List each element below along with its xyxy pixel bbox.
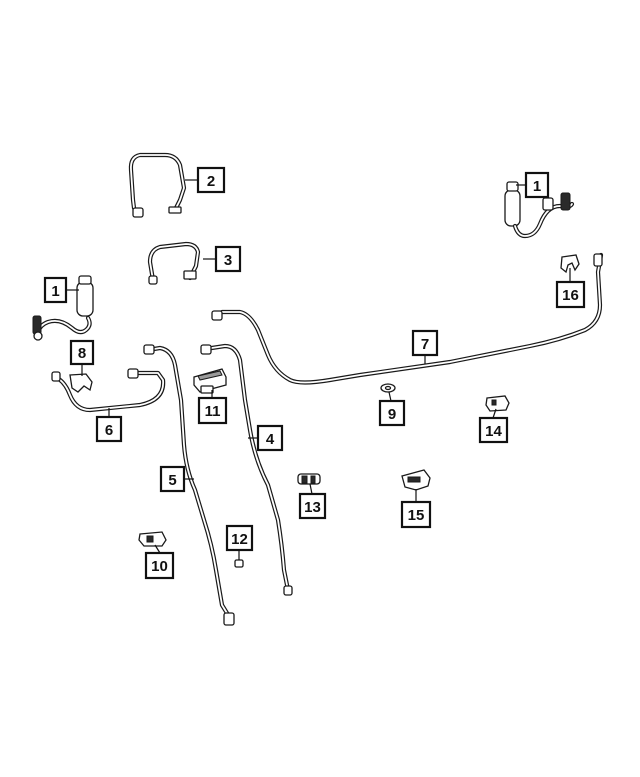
svg-text:7: 7 [421,336,429,353]
svg-text:3: 3 [224,252,232,269]
svg-text:16: 16 [562,287,579,304]
svg-text:12: 12 [231,531,248,548]
callout-15: 15 [400,500,432,529]
callout-7: 7 [411,329,439,357]
clip-part-10 [138,531,167,547]
svg-text:14: 14 [485,423,502,440]
callout-1-top-left: 1 [43,276,68,304]
callout-10: 10 [144,551,175,580]
bracket-part-8 [69,373,93,393]
clip-part-14 [485,395,510,412]
callout-4: 4 [256,424,284,452]
callout-2: 2 [196,166,226,194]
hose-assembly-part-1-right [504,181,575,239]
callout-1-top-right: 1 [524,171,550,199]
callout-3: 3 [214,245,242,273]
svg-text:5: 5 [168,472,176,489]
callout-14: 14 [478,416,509,444]
svg-text:6: 6 [105,422,113,439]
callout-12: 12 [225,524,254,552]
callout-8: 8 [69,339,95,366]
hose-assembly-part-1-left [32,275,94,341]
connector-part-15 [401,469,431,491]
clip-part-16 [560,254,580,274]
tube-part-6 [51,368,166,413]
callout-6: 6 [95,415,123,443]
tube-part-7 [211,252,604,385]
callout-16: 16 [555,280,586,309]
callout-13: 13 [298,492,327,520]
leader-lines [66,179,571,560]
plug-part-12 [234,559,244,568]
tube-part-2 [128,152,187,218]
callout-11: 11 [197,396,228,425]
svg-text:8: 8 [78,345,86,362]
tube-part-4 [200,343,293,596]
svg-text:2: 2 [207,173,215,190]
svg-text:10: 10 [151,558,168,575]
fitting-part-13 [297,473,321,485]
tube-part-3 [147,241,201,285]
svg-text:1: 1 [51,283,59,300]
callout-5: 5 [159,465,186,493]
svg-text:1: 1 [533,178,541,195]
washer-part-9 [380,383,396,393]
svg-text:9: 9 [388,406,396,423]
callout-9: 9 [378,399,406,427]
svg-text:13: 13 [304,499,321,516]
connector-part-11 [193,368,227,394]
svg-text:4: 4 [266,431,275,448]
svg-text:15: 15 [408,507,425,524]
svg-text:11: 11 [205,403,221,420]
tube-part-5 [143,344,235,626]
